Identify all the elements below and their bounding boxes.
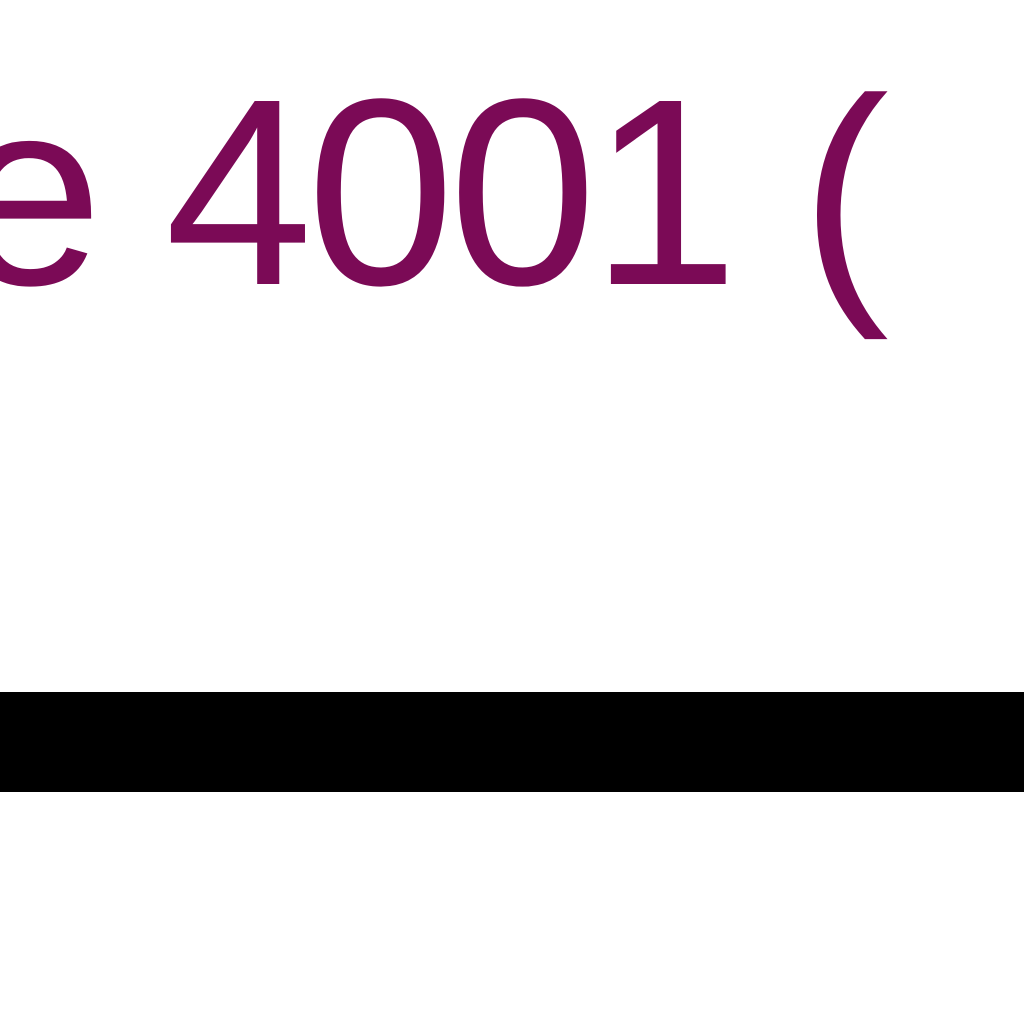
horizontal-rule [0, 692, 1024, 792]
heading-fragment: e 4001 ( [0, 44, 889, 341]
